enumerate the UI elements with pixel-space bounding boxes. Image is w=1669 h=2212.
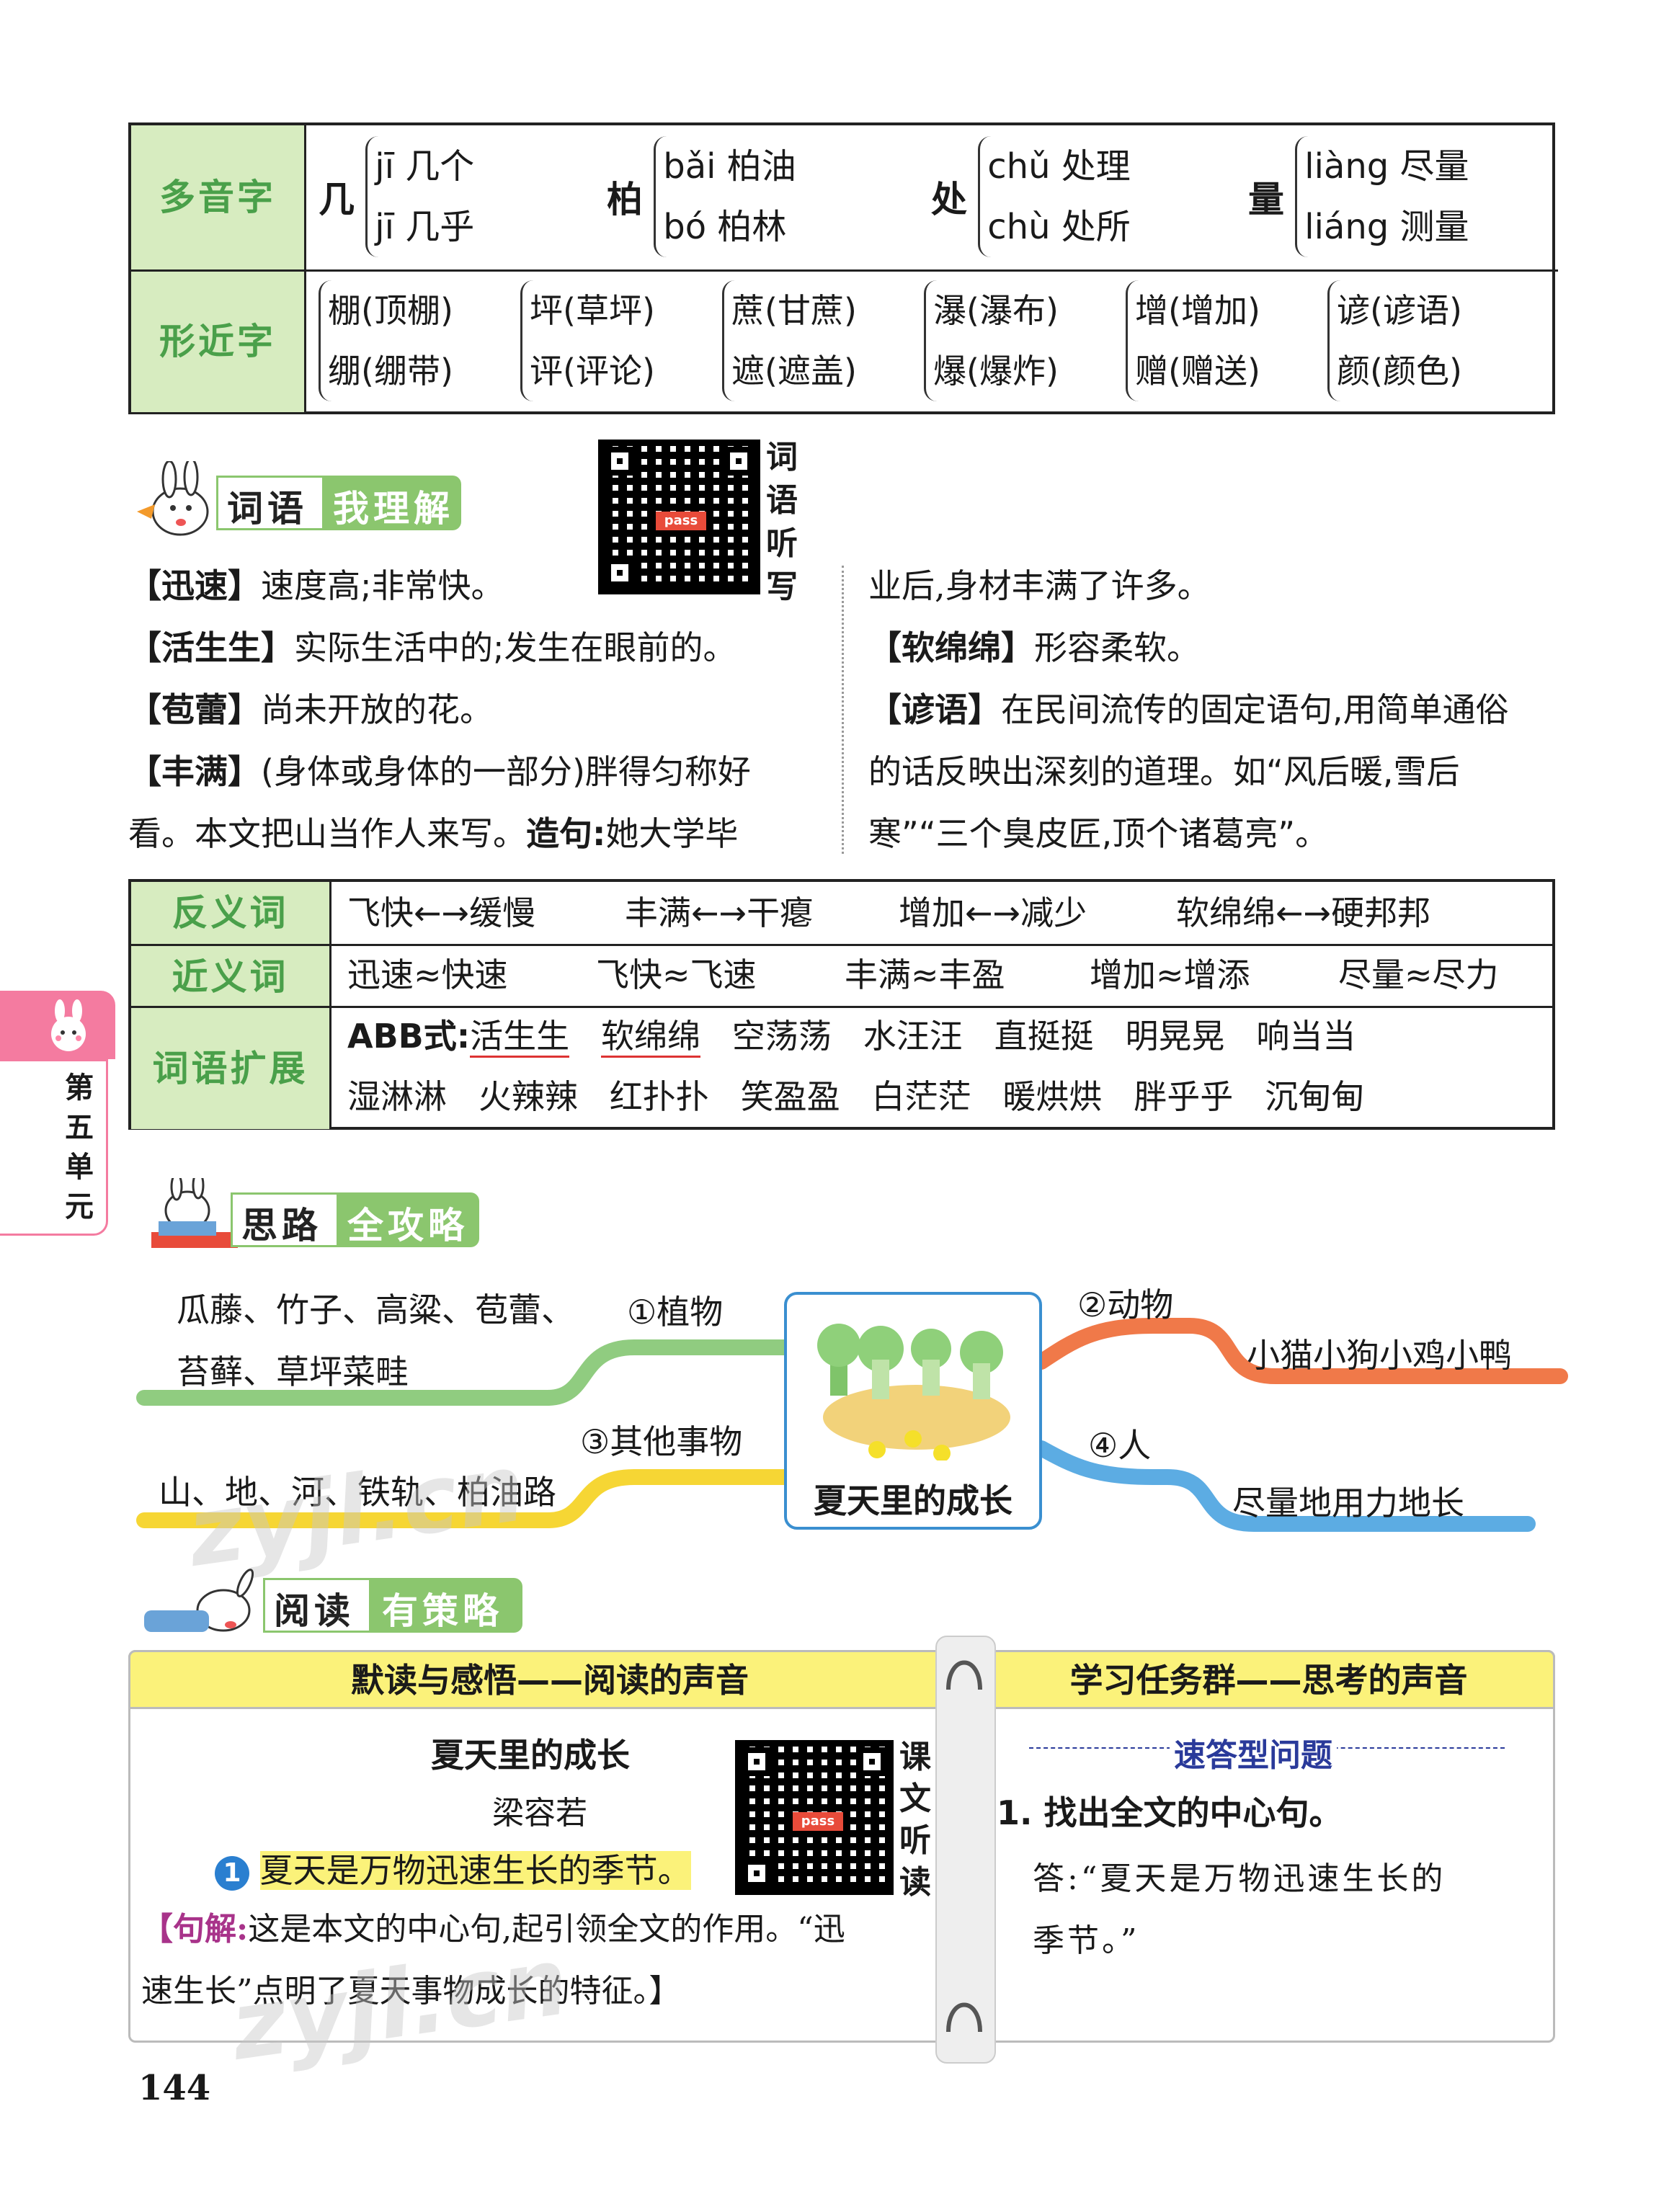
left-panel-header: 默读与感悟——阅读的声音 <box>128 1650 971 1709</box>
vocab-entry-cont: 看。本文把山当作人来写。造句:她大学毕 <box>128 814 739 853</box>
unit-label: 第五单元 <box>65 1071 94 1223</box>
rabbit-lying-icon <box>144 1569 254 1632</box>
mindmap-branches <box>136 1318 1568 1532</box>
similar-chars-label: 形近字 <box>131 272 306 412</box>
similar-pair: 谚(谚语)颜(颜色) <box>1327 280 1462 401</box>
mindmap-title-1: 思路 <box>241 1205 322 1247</box>
vocab-entry-cont: 的话反映出深刻的道理。如“风后暖,雪后 <box>868 752 1460 791</box>
paragraph-1: 1 夏天是万物迅速生长的季节。 <box>215 1845 691 1892</box>
qr-caption-dictation: 词语听写 <box>766 439 798 605</box>
expand-label: 词语扩展 <box>131 1006 331 1129</box>
vocab-entry-cont: 寒”“三个臭皮匠,顶个诸葛亮”。 <box>868 814 1329 853</box>
right-panel-header: 学习任务群——思考的声音 <box>982 1650 1555 1709</box>
page-number: 144 <box>138 2068 211 2108</box>
vocab-entry: 【活生生】实际生活中的;发生在眼前的。 <box>128 628 736 667</box>
plant-details: 瓜藤、竹子、高粱、苞蕾、 苔藓、草坪菜畦 <box>177 1290 574 1391</box>
mindmap-title-2: 全攻略 <box>347 1205 468 1247</box>
answer-1: 答:“夏天是万物迅速生长的 季节。” <box>1033 1860 1446 1959</box>
other-branch-label: ③其他事物 <box>580 1422 743 1461</box>
center-title: 夏天里的成长 <box>814 1481 1012 1520</box>
plant-branch-label: ①植物 <box>627 1293 724 1332</box>
person-details: 尽量地用力地长 <box>1232 1484 1464 1522</box>
animal-branch-label: ②动物 <box>1077 1285 1174 1324</box>
reading-title-1: 阅读 <box>274 1590 355 1632</box>
pass-logo: pass <box>793 1812 843 1831</box>
binder-ring-icon <box>946 2002 982 2033</box>
reading-section-header: 阅读 有策略 <box>137 1564 533 1643</box>
similar-pair: 增(增加)赠(赠送) <box>1126 280 1260 401</box>
similar-pair: 棚(顶棚)绷(绷带) <box>319 280 453 401</box>
animal-details: 小猫小狗小鸡小鸭 <box>1247 1336 1512 1375</box>
vocab-entry: 【谚语】在民间流传的固定语句,用简单通俗 <box>868 690 1509 729</box>
vocab-entry: 【苞蕾】尚未开放的花。 <box>128 690 493 729</box>
antonym-label: 反义词 <box>131 882 331 944</box>
sentence-note: 【句解:这是本文的中心句,起引领全文的作用。“迅 速生长”点明了夏天事物成长的特… <box>141 1911 845 2010</box>
synonym-label: 近义词 <box>131 944 331 1008</box>
qr-code-dictation[interactable]: pass <box>598 440 760 594</box>
other-details: 山、地、河、铁轨、柏油路 <box>159 1473 556 1512</box>
column-divider <box>842 566 844 854</box>
q-type-label: 速答型问题 <box>1170 1729 1337 1775</box>
qr-code-reading[interactable]: pass <box>735 1740 894 1895</box>
mindmap-center: 夏天里的成长 <box>784 1292 1042 1530</box>
vocab-left-column: 【迅速】速度高;非常快。 【活生生】实际生活中的;发生在眼前的。 【苞蕾】尚未开… <box>128 555 849 865</box>
text-title: 夏天里的成长 <box>431 1736 630 1775</box>
binder-spine <box>935 1636 996 2064</box>
vocab-section-header: 词语 我理解 <box>130 461 476 540</box>
vocab-entry: 【丰满】(身体或身体的一部分)胖得匀称好 <box>128 752 751 791</box>
polyphone-label: 多音字 <box>131 125 306 269</box>
reading-panel: 默读与感悟——阅读的声音 学习任务群——思考的声音 夏天里的成长 梁容若 1 夏… <box>128 1636 1555 2064</box>
rabbit-mascot-icon <box>137 461 209 536</box>
qr-caption-reading: 课文听读 <box>899 1739 931 1901</box>
person-branch-label: ④人 <box>1088 1426 1152 1465</box>
vocab-entry: 【软绵绵】形容柔软。 <box>868 628 1200 667</box>
unit-side-tab: 第五单元 <box>0 991 115 1236</box>
similar-pair: 坪(草坪)评(评论) <box>520 280 655 401</box>
summer-field-illustration <box>817 1324 1010 1460</box>
similar-pair: 蔗(甘蔗)遮(遮盖) <box>722 280 857 401</box>
binder-ring-icon <box>946 1660 982 1690</box>
similar-chars-row: 棚(顶棚)绷(绷带) 坪(草坪)评(评论) 蔗(甘蔗)遮(遮盖) 瀑(瀑布)爆(… <box>319 280 1544 406</box>
mindmap-section-header: 思路 全攻略 <box>137 1178 490 1257</box>
bunny-face-icon <box>51 999 86 1051</box>
abb-rows: ABB式:活生生 软绵绵 空荡荡 水汪汪 直挺挺 明晃晃 响当当 湿淋淋 火辣辣… <box>347 1017 1365 1116</box>
word-table: 反义词 近义词 词语扩展 飞快←→缓慢 丰满←→干瘪 增加←→减少 软绵绵←→硬… <box>128 879 1555 1130</box>
rabbit-reading-icon <box>151 1178 238 1248</box>
vocab-right-column: 业后,身材丰满了许多。 【软绵绵】形容柔软。 【谚语】在民间流传的固定语句,用简… <box>868 555 1560 865</box>
reading-title-2: 有策略 <box>382 1590 503 1632</box>
vocab-title-1: 词语 <box>227 488 308 530</box>
text-author: 梁容若 <box>492 1795 587 1832</box>
vocab-entry-cont: 业后,身材丰满了许多。 <box>868 566 1211 605</box>
similar-pair: 瀑(瀑布)爆(爆炸) <box>924 280 1059 401</box>
pass-logo: pass <box>656 512 706 530</box>
paragraph-number: 1 <box>215 1855 249 1891</box>
vocab-title-2: 我理解 <box>333 488 454 530</box>
question-1: 1. 找出全文的中心句。 <box>997 1793 1343 1832</box>
vocab-entry: 【迅速】速度高;非常快。 <box>128 566 504 605</box>
